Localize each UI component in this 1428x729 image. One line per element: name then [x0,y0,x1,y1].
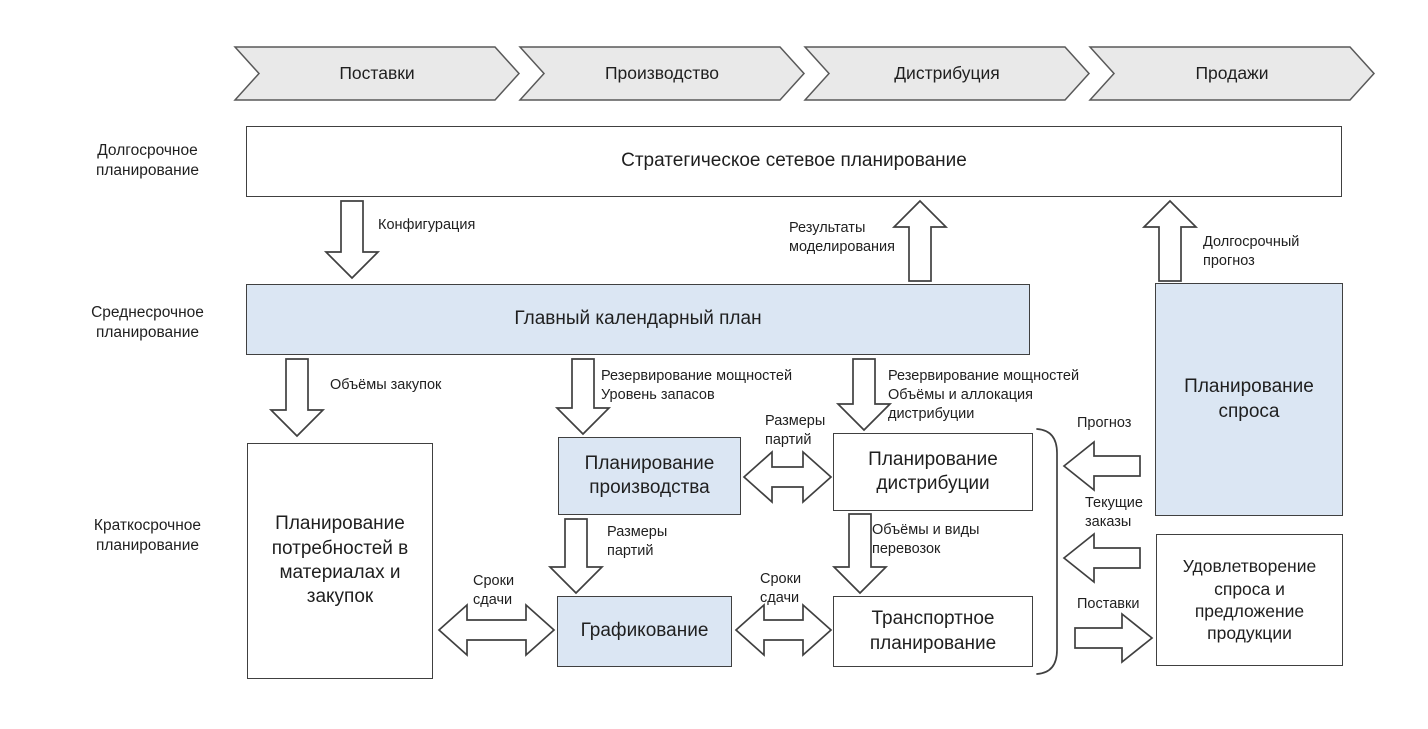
label-purchase-volumes: Объёмы закупок [330,377,442,393]
row-label-mid-term: Среднесрочное планирование [91,304,204,342]
box-scheduling: Графикование [557,596,732,667]
arrow-transport-modes-down-icon [831,513,889,595]
label-lot-sizes-short: Размеры партий [607,524,668,559]
stage-label-production: Производство [604,63,720,83]
box-demand-fulfillment: Удовлетворение спроса и предложение прод… [1156,534,1343,666]
label-supplies: Поставки [1077,596,1140,612]
stage-chevron-sales [1088,46,1376,101]
stage-chevron-supply [233,46,521,101]
box-transport-planning: Транспортное планирование [833,596,1033,667]
box-material-requirements-planning: Планирование потребностей в материалах и… [247,443,433,679]
arrow-lot-sizes-bidirectional-icon [742,450,833,504]
box-production-planning: Планирование производства [558,437,741,515]
row-label-long-term: Долгосрочное планирование [95,142,200,180]
box-strategic-network-planning: Стратегическое сетевое планирование [246,126,1342,197]
stage-chevron-production [518,46,806,101]
stage-chevron-distribution [803,46,1091,101]
label-capacity-inventory: Резервирование мощностей Уровень запасов [601,368,793,403]
arrow-due-dates-right-bidirectional-icon [734,603,833,657]
label-current-orders: Текущие заказы [1085,495,1143,530]
label-lot-sizes-mid: Размеры партий [765,413,826,448]
arrow-due-dates-left-bidirectional-icon [437,603,556,657]
arrow-lot-sizes-down-icon [547,518,605,595]
label-forecast: Прогноз [1077,415,1132,431]
arrow-purchase-volumes-down-icon [268,358,326,438]
arrow-current-orders-left-icon [1062,532,1141,584]
box-master-plan: Главный календарный план [246,284,1030,355]
box-demand-planning: Планирование спроса [1155,283,1343,516]
stage-label-supply: Поставки [339,63,415,83]
arrow-supplies-right-icon [1074,612,1154,664]
box-distribution-planning: Планирование дистрибуции [833,433,1033,511]
arrow-configuration-down-icon [323,200,381,280]
label-due-dates-left: Сроки сдачи [473,573,515,608]
row-label-short-term: Краткосрочное планирование [93,517,202,555]
arrow-capacity-allocation-down-icon [835,358,893,432]
label-long-term-forecast: Долгосрочный прогноз [1203,234,1300,269]
label-modeling-results: Результаты моделирования [789,220,896,255]
arrow-forecast-left-icon [1062,440,1141,492]
arrow-long-term-forecast-up-icon [1141,199,1199,282]
label-capacity-allocation: Резервирование мощностей Объёмы и аллока… [888,368,1080,422]
group-bracket [1036,428,1058,675]
stage-label-sales: Продажи [1195,63,1269,83]
arrow-modeling-results-up-icon [891,199,949,282]
arrow-capacity-inventory-down-icon [554,358,612,436]
label-due-dates-right: Сроки сдачи [760,571,802,606]
stage-label-distribution: Дистрибуция [894,63,1000,83]
label-configuration: Конфигурация [378,217,476,233]
label-transport-modes: Объёмы и виды перевозок [872,522,980,557]
